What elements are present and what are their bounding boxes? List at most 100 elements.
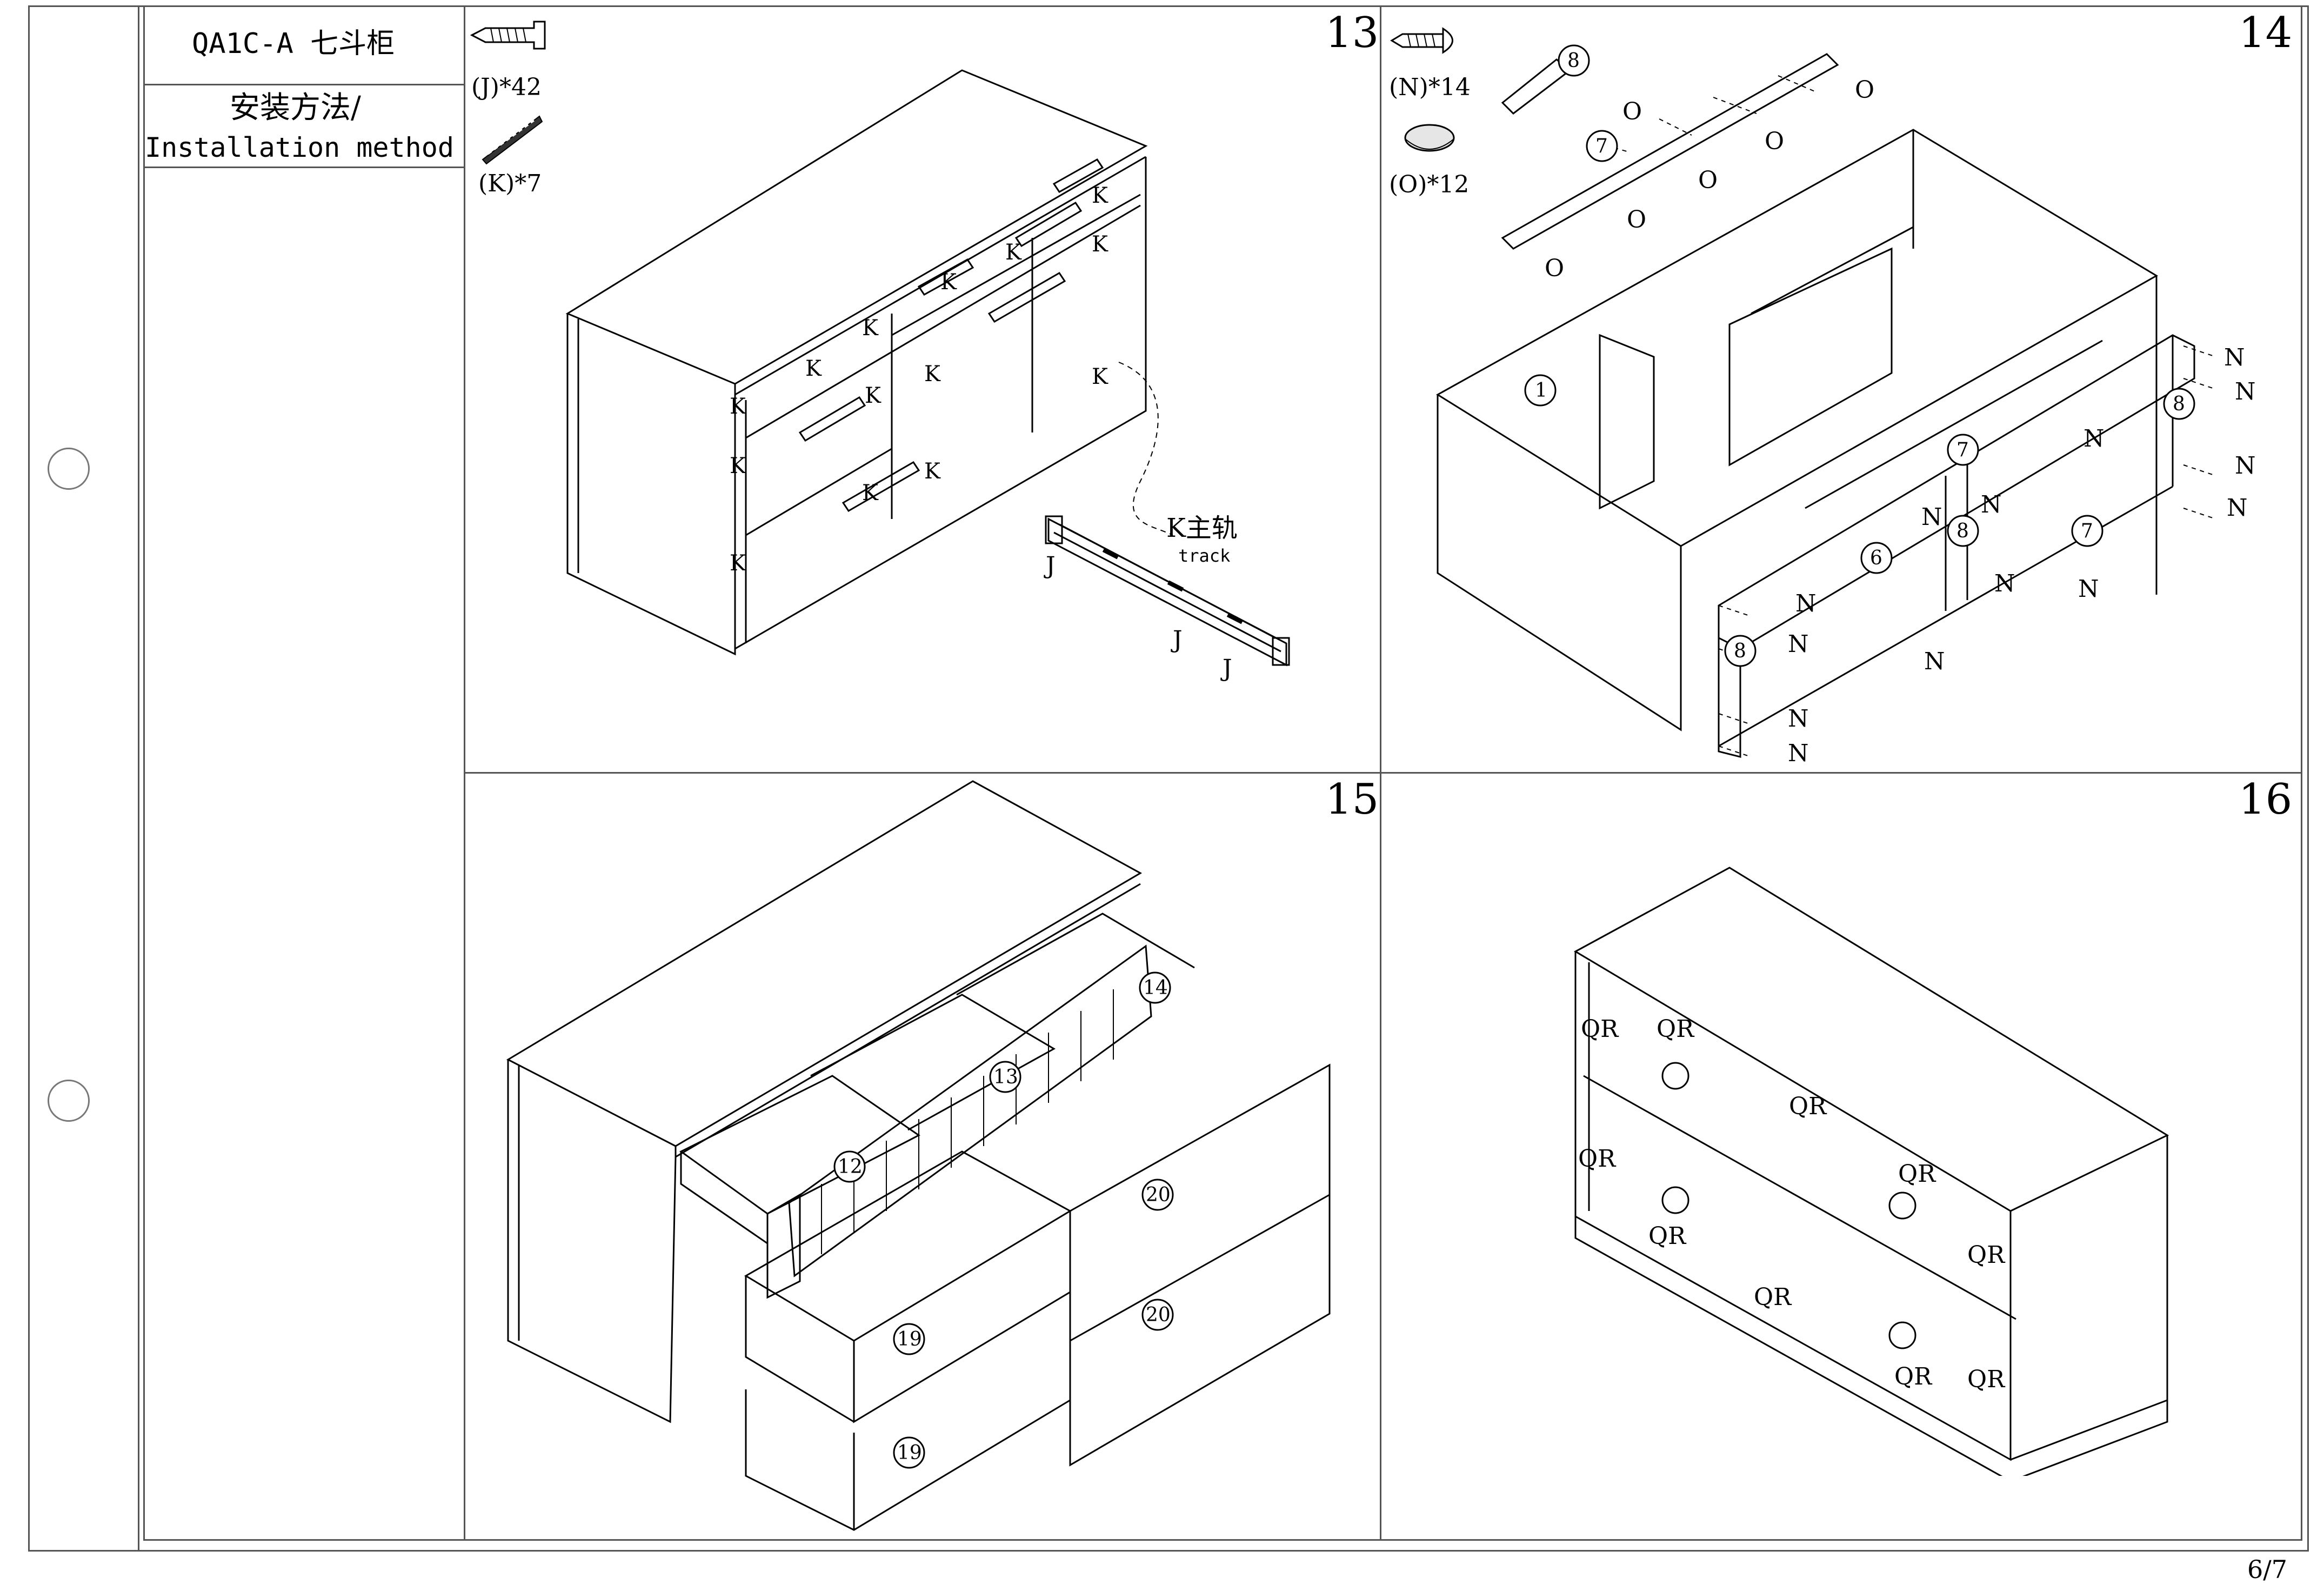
screw-icon: [470, 21, 546, 50]
step-14-o-5: O: [1627, 206, 1647, 234]
step-14-part-6-label: 6: [1870, 547, 1882, 569]
step-14-o-4: O: [1698, 167, 1718, 194]
step-15-drawer-13-label: 13: [993, 1066, 1018, 1088]
screw-icon: [1390, 27, 1453, 54]
svg-text:K: K: [1092, 183, 1108, 208]
cap-icon: [1404, 124, 1455, 152]
step-14-part-1-label: 1: [1535, 380, 1547, 402]
step-13-track-label-en: track: [1178, 545, 1231, 566]
step-14-number: 14: [2239, 9, 2293, 57]
step-14-n-2: N: [2235, 378, 2256, 405]
page-number: 6/7: [2247, 1555, 2288, 1584]
step-14-n-3: N: [2083, 425, 2105, 452]
method-title-en: Installation method: [145, 132, 454, 163]
step-14-hardware-o-label: (O)*12: [1389, 171, 1470, 198]
step-16-cabinet-illustration: [1567, 860, 2178, 1476]
step-14-n-5: N: [1981, 491, 2002, 518]
step-14-part-7-mid: [1946, 432, 1980, 467]
step-14-n-4: N: [2235, 452, 2256, 480]
step-16-qr-10: QR: [1967, 1366, 2005, 1393]
punch-hole-top: [48, 448, 90, 490]
step-14-part-8-front: [1723, 634, 1758, 668]
step-14-part-8-front-label: 8: [1734, 640, 1746, 662]
step-15-drawer-19-bottom-label: 19: [897, 1442, 922, 1464]
step-16-qr-7: QR: [1967, 1241, 2005, 1269]
step-15-drawer-20-bottom-label: 20: [1146, 1304, 1171, 1326]
step-16-qr-8: QR: [1754, 1283, 1792, 1311]
svg-text:K: K: [940, 270, 957, 295]
step-14-n-10: N: [1795, 590, 1817, 617]
svg-text:K: K: [862, 481, 879, 505]
step-15-drawer-12-label: 12: [838, 1156, 863, 1178]
svg-text:K: K: [1092, 364, 1108, 389]
step-15-cabinet-illustration: [497, 773, 1340, 1541]
step-13-number: 13: [1325, 9, 1379, 57]
step-13-hardware-rail: [480, 111, 545, 165]
step-15-drawer-19-bottom-circle: [892, 1435, 926, 1470]
title-divider-1: [143, 84, 464, 85]
svg-text:K: K: [865, 383, 881, 408]
step-16-qr-3: QR: [1789, 1093, 1827, 1120]
svg-text:K: K: [730, 454, 746, 478]
rail-icon: [1045, 515, 1290, 667]
step-14-part-1: [1523, 373, 1558, 408]
step-14-part-8-right: [2162, 387, 2196, 421]
model-title: QA1C-A 七斗柜: [192, 28, 395, 60]
step-13-hardware-k-label: (K)*7: [478, 170, 542, 197]
step-13-track-label-cn: K主轨: [1166, 513, 1238, 543]
step-14-n-1: N: [2224, 344, 2245, 371]
step-14-n-8: N: [1994, 570, 2015, 597]
punch-hole-bottom: [48, 1080, 90, 1122]
step-14-n-14: N: [1788, 740, 1809, 767]
step-14-hardware-cap: [1403, 122, 1457, 159]
svg-text:K: K: [924, 362, 941, 387]
method-title-cn: 安装方法/: [230, 90, 361, 125]
step-14-n-9: N: [2078, 575, 2099, 603]
step-14-part-7-top: [1585, 129, 1619, 163]
step-14-o-6: O: [1545, 255, 1565, 282]
step-15-drawer-20-top-label: 20: [1146, 1184, 1171, 1206]
step-13-hardware-j-label: (J)*42: [471, 74, 542, 101]
step-14-n-13: N: [1788, 705, 1809, 733]
svg-text:K: K: [1092, 232, 1108, 257]
svg-text:K: K: [805, 356, 822, 381]
step-14-part-8-top-label: 8: [1567, 50, 1580, 72]
step-15-drawer-20-top-circle: [1140, 1177, 1175, 1212]
panel-divider-horizontal: [464, 772, 2302, 774]
step-13-track-illustration: [1038, 508, 1297, 687]
step-14-part-8-top: [1557, 43, 1591, 78]
title-divider-2: [143, 167, 464, 168]
step-16-qr-6: QR: [1648, 1222, 1686, 1250]
step-13-cabinet-illustration: K K K K K K K K K K K K K K: [557, 59, 1194, 676]
step-14-hardware-n-label: (N)*14: [1389, 74, 1471, 101]
step-16-qr-5: QR: [1898, 1160, 1936, 1188]
svg-text:K: K: [1005, 240, 1022, 265]
svg-text:K: K: [730, 394, 746, 419]
step-13-track-j-1: J: [1046, 552, 1056, 580]
step-15-drawer-14-circle: [1138, 970, 1172, 1005]
step-14-part-7-mid-label: 7: [1956, 439, 1969, 461]
binding-margin-line: [138, 5, 139, 1552]
step-14-n-6: N: [1921, 503, 1942, 531]
step-15-drawer-12-circle: [832, 1149, 867, 1184]
step-14-part-7-front-label: 7: [2081, 520, 2093, 542]
step-16-qr-9: QR: [1894, 1363, 1932, 1390]
rail-icon: [482, 115, 543, 165]
step-15-drawer-13-circle: [988, 1060, 1023, 1094]
step-15-drawer-20-bottom-circle: [1140, 1297, 1175, 1332]
step-14-n-12: N: [1924, 648, 1945, 675]
svg-text:K: K: [924, 459, 941, 484]
step-14-part-6: [1859, 541, 1894, 575]
step-14-o-2: O: [1855, 76, 1875, 104]
step-15-drawer-19-top-circle: [892, 1322, 926, 1356]
step-14-part-8-right-label: 8: [2173, 393, 2185, 415]
step-15-drawer-14-label: 14: [1143, 977, 1168, 999]
step-16-qr-1: QR: [1581, 1015, 1619, 1043]
step-14-part-7-top-label: 7: [1595, 135, 1608, 157]
step-14-hardware-screw: [1389, 24, 1465, 57]
svg-text:K: K: [862, 316, 879, 341]
step-14-o-1: O: [1622, 98, 1642, 125]
step-16-qr-2: QR: [1657, 1015, 1694, 1043]
step-14-n-7: N: [2227, 494, 2248, 522]
step-14-part-8-center: [1946, 514, 1980, 548]
